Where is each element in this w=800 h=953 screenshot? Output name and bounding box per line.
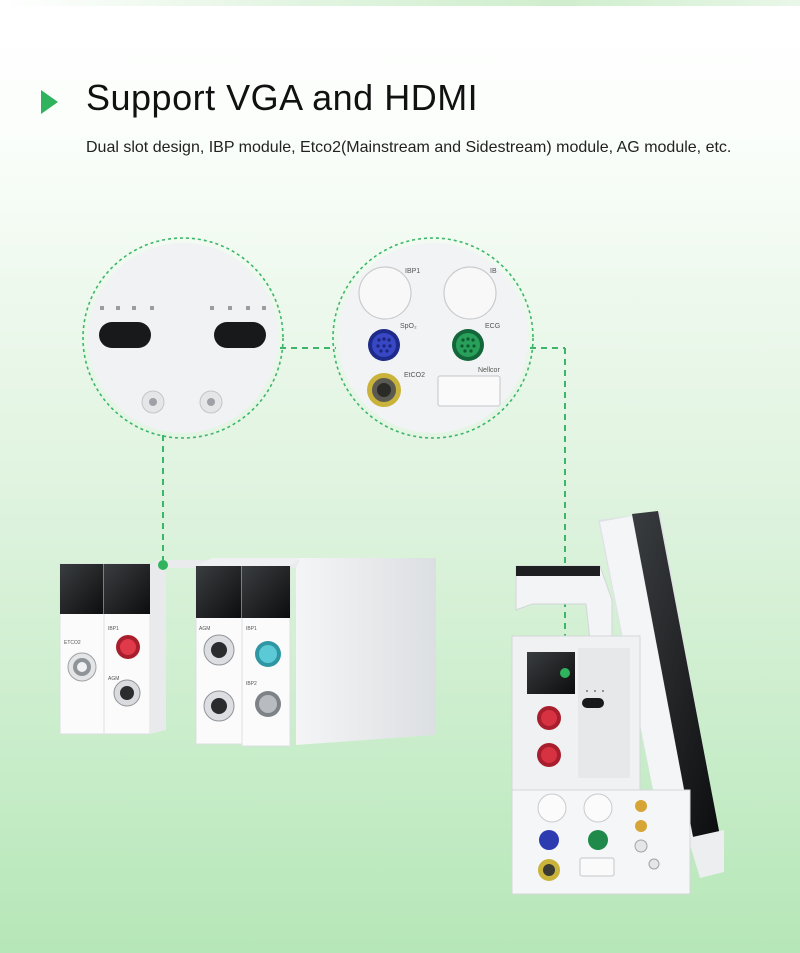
module-label-agm-2: AGM (199, 626, 210, 632)
label-ecg: ECG (485, 323, 500, 330)
zoom-circle-slots (82, 237, 284, 439)
top-accent-band (0, 0, 800, 6)
module-label-ibp2: IBP2 (246, 681, 257, 687)
module-label-ibp1-2: IBP1 (246, 626, 257, 632)
page-description: Dual slot design, IBP module, Etco2(Main… (86, 139, 732, 156)
label-etco2: EtCO2 (404, 372, 425, 379)
module-label-etco2: ETCO2 (64, 640, 81, 646)
patient-monitor (511, 511, 724, 895)
zoom-circle-ports: IBP1 IB SpO₂ ECG EtCO2 (332, 237, 534, 439)
module-label-agm: AGM (108, 676, 119, 682)
label-ibp1: IBP1 (405, 268, 420, 275)
page-title: Support VGA and HDMI (86, 77, 479, 118)
plug-in-modules: ETCO2 IBP1 AGM AGM IBP1 IBP2 (59, 558, 436, 747)
module-label-ibp1: IBP1 (108, 626, 119, 632)
section-bullet-icon (41, 90, 58, 114)
label-spo2: SpO₂ (400, 323, 417, 330)
connector-lines (162, 347, 566, 672)
label-ibp-partial: IB (490, 268, 497, 275)
label-nellcor: Nellcor (478, 367, 500, 374)
